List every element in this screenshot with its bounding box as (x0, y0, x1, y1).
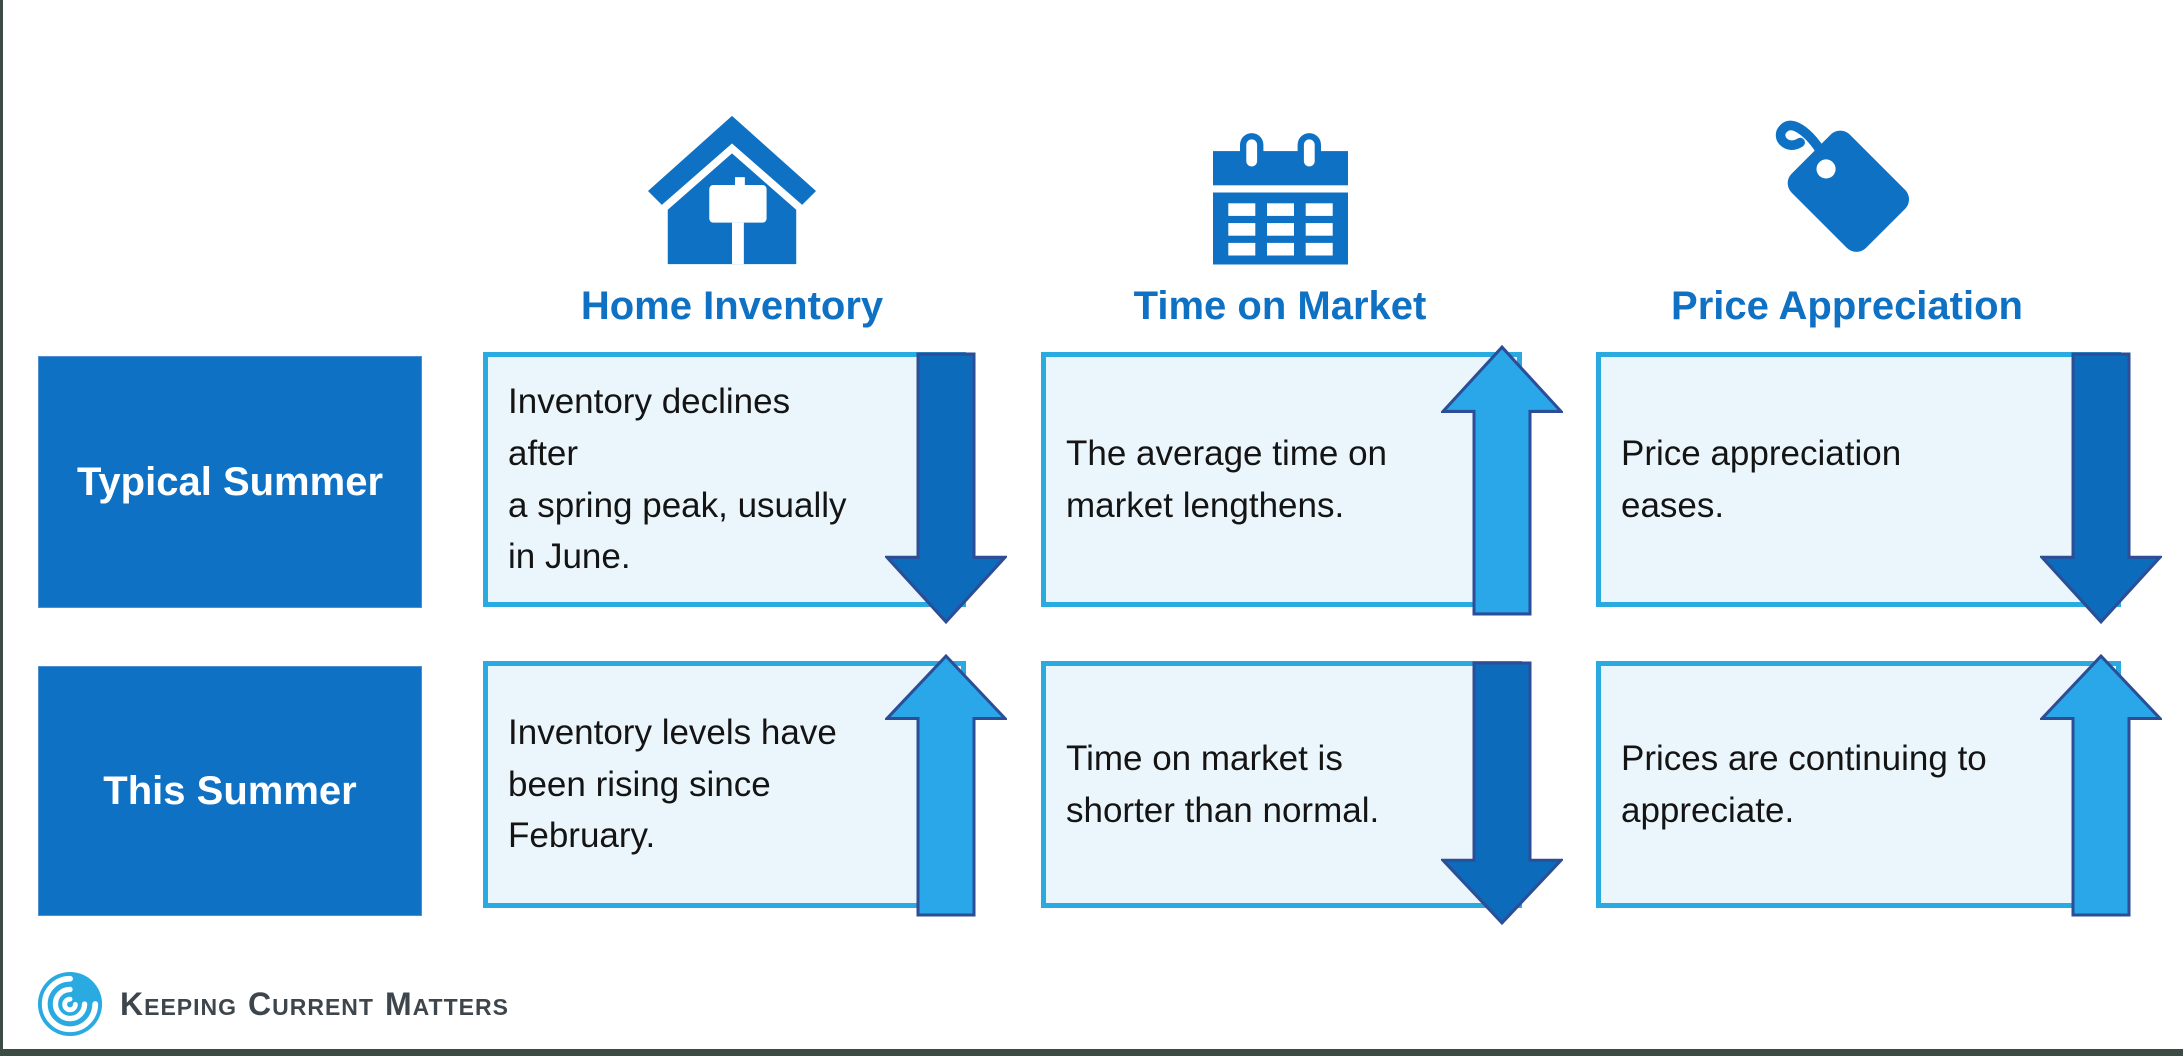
cell-text: Prices are continuing to appreciate. (1621, 738, 1987, 830)
column-header-home-inventory: Home Inventory (482, 108, 982, 329)
kcm-swirl-icon (36, 970, 104, 1038)
trend-up-arrow-icon (1441, 344, 1563, 616)
column-header-price-appreciation: Price Appreciation (1597, 108, 2097, 329)
trend-down-arrow-icon (1441, 661, 1563, 926)
cell-this-summer-time-on-market: Time on market is shorter than normal. (1041, 661, 1563, 926)
trend-up-arrow-icon (885, 653, 1007, 917)
slide-left-edge (0, 0, 3, 1056)
row-label-typical-summer: Typical Summer (38, 356, 422, 608)
row-label-text: Typical Summer (76, 459, 384, 504)
trend-down-arrow-icon (2040, 352, 2162, 625)
house-icon (648, 115, 816, 270)
price-tag-icon (1761, 107, 1933, 270)
cell-this-summer-price-appreciation: Prices are continuing to appreciate. (1596, 653, 2162, 917)
trend-up-arrow-icon (2040, 653, 2162, 917)
row-label-text: This Summer (103, 768, 357, 813)
cell-text: Inventory declines after a spring peak, … (508, 381, 847, 577)
row-label-this-summer: This Summer (38, 666, 422, 916)
cell-typical-summer-time-on-market: The average time on market lengthens. (1041, 344, 1563, 616)
calendar-icon (1212, 129, 1348, 270)
column-label: Home Inventory (580, 284, 884, 328)
cell-typical-summer-price-appreciation: Price appreciation eases. (1596, 352, 2162, 625)
column-label: Time on Market (1133, 284, 1427, 328)
cell-text: Price appreciation eases. (1621, 433, 1902, 525)
cell-typical-summer-home-inventory: Inventory declines after a spring peak, … (483, 352, 1007, 625)
cell-text: Inventory levels have been rising since … (508, 712, 837, 856)
kcm-logo-text: KEEPING CURRENT MATTERS (120, 985, 509, 1022)
column-header-time-on-market: Time on Market (1030, 108, 1530, 329)
trend-down-arrow-icon (885, 352, 1007, 625)
cell-text: Time on market is shorter than normal. (1066, 738, 1380, 830)
kcm-logo: KEEPING CURRENT MATTERS (36, 970, 520, 1038)
slide-bottom-edge (0, 1049, 2183, 1056)
column-label: Price Appreciation (1671, 284, 2023, 328)
cell-text: The average time on market lengthens. (1066, 433, 1388, 525)
cell-this-summer-home-inventory: Inventory levels have been rising since … (483, 653, 1007, 917)
